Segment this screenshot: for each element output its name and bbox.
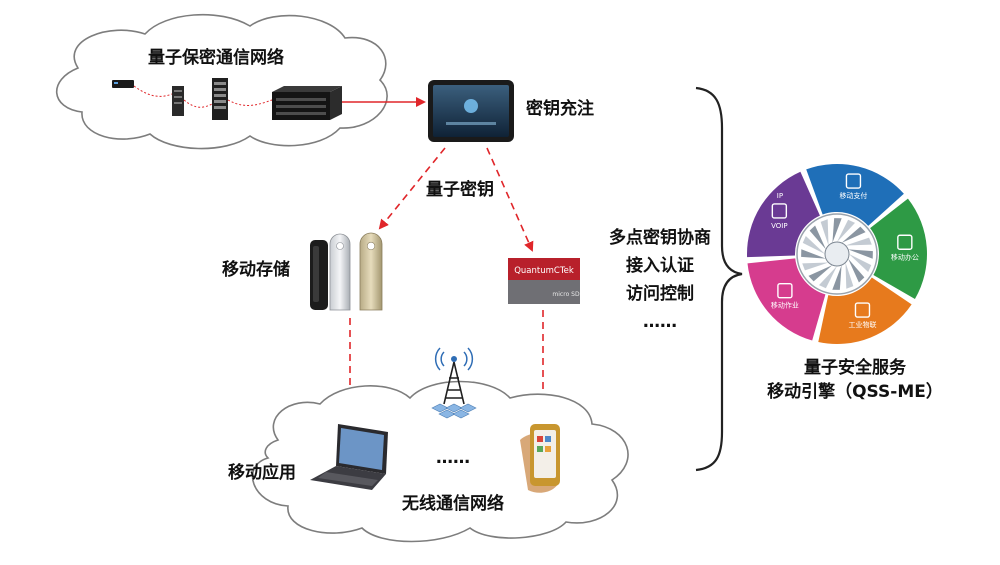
turbine-blade <box>809 225 826 250</box>
grouping-brace <box>695 86 743 472</box>
turbine-blade <box>801 249 826 259</box>
fiber-link-3 <box>227 99 273 106</box>
laptop-device <box>310 424 388 490</box>
fiber-link-2 <box>183 99 213 108</box>
key-injection-device <box>428 80 514 142</box>
turbine-hub <box>824 241 850 267</box>
turbine-blade <box>832 265 842 290</box>
ip-tag: IP <box>777 192 783 200</box>
mobile-office-icon <box>897 234 913 250</box>
mobile-work-icon <box>777 283 793 299</box>
usb-key-silver <box>329 233 351 311</box>
arrow-to-sd-card <box>486 147 534 252</box>
quantum-key-label: 量子密钥 <box>426 180 494 200</box>
feature-item: 访问控制 <box>626 284 694 304</box>
quantum-sd-card: QuantumCTek micro SD <box>508 258 580 304</box>
key-management-server <box>272 86 342 120</box>
bottom-network-cloud <box>251 380 629 543</box>
usb-key-black <box>310 240 328 310</box>
feature-item: 多点密钥协商 <box>609 228 711 248</box>
turbine-blade <box>802 236 825 254</box>
engine-title: 量子安全服务 移动引擎（QSS-ME） <box>760 356 950 404</box>
usb-key-gold <box>359 232 383 311</box>
feature-item: …… <box>643 312 677 332</box>
turbine-blade <box>845 262 854 289</box>
middle-ellipsis: …… <box>436 448 470 468</box>
industrial-iot-icon <box>854 302 871 318</box>
smartphone-device <box>520 424 560 493</box>
turbine-blade <box>848 249 873 259</box>
sd-card-mark: micro SD <box>552 291 580 298</box>
feature-list: 多点密钥协商 接入认证 访问控制 …… <box>600 224 720 336</box>
engine-title-line2: 移动引擎（QSS-ME） <box>767 382 943 402</box>
turbine-blade <box>837 219 855 242</box>
engine-segment-label: 移动作业 <box>771 301 799 310</box>
quantum-terminal-device <box>112 80 134 88</box>
sd-card-brand: QuantumCTek <box>514 266 574 276</box>
mobile-app-label: 移动应用 <box>228 463 296 483</box>
engine-segment <box>747 258 826 341</box>
key-server-tower <box>212 78 228 120</box>
engine-segment <box>806 164 904 226</box>
turbine-blade <box>819 266 837 289</box>
arrow-to-usb-keys <box>378 147 446 230</box>
fiber-link-1 <box>133 85 173 97</box>
engine-segment-label: VOIP <box>771 222 787 230</box>
key-injection-label: 密钥充注 <box>526 99 594 119</box>
engine-segment <box>818 277 912 344</box>
engine-segment <box>747 171 820 258</box>
engine-segment-label: 移动支付 <box>839 191 867 200</box>
mobile-storage-label: 移动存储 <box>222 260 290 280</box>
turbine-blade <box>849 254 872 272</box>
turbine-blade <box>832 218 842 243</box>
wireless-tower-icon <box>431 347 477 419</box>
turbine-blade <box>808 265 833 282</box>
top-network-label: 量子保密通信网络 <box>148 48 284 68</box>
turbine-blade <box>845 237 872 246</box>
key-server-small <box>172 86 184 116</box>
feature-item: 接入认证 <box>626 256 694 276</box>
voip-icon <box>771 203 788 219</box>
turbine-blade <box>802 262 829 271</box>
turbine-blade <box>848 258 865 283</box>
mobile-payment-icon <box>845 173 862 189</box>
engine-title-line1: 量子安全服务 <box>804 358 906 378</box>
turbine-blade <box>820 219 829 246</box>
turbine-blade <box>841 226 866 243</box>
engine-segment-label: 移动办公 <box>891 252 919 261</box>
bottom-network-label: 无线通信网络 <box>402 494 504 514</box>
engine-segment-label: 工业物联 <box>848 320 876 329</box>
